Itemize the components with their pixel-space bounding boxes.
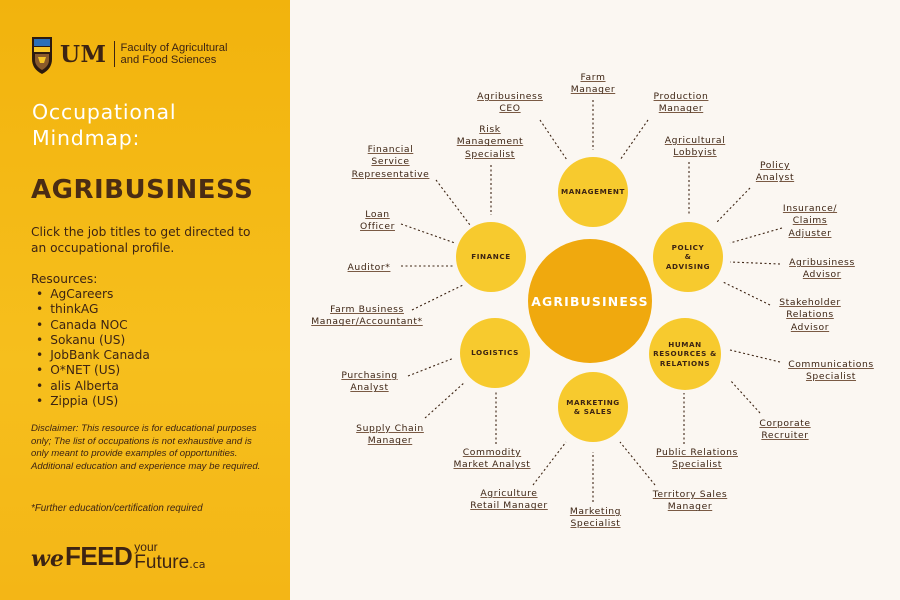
brand-we: we [31, 546, 64, 572]
resources-list: AgCareers thinkAG Canada NOC Sokanu (US)… [36, 287, 150, 409]
um-wordmark: UM [60, 40, 107, 68]
category-marketing-sales: MARKETING & SALES [558, 372, 628, 442]
job-agricultural-lobbyist[interactable]: Agricultural Lobbyist [664, 135, 726, 159]
mindmap: AGRIBUSINESS MANAGEMENT FINANCE POLICY &… [290, 0, 900, 600]
page-heading: AGRIBUSINESS [31, 175, 254, 205]
resource-link[interactable]: Sokanu (US) [36, 333, 150, 348]
connector-line [729, 261, 781, 265]
resource-link[interactable]: Zippia (US) [36, 394, 150, 409]
job-loan-officer[interactable]: Loan Officer [360, 209, 395, 233]
connector-line [715, 187, 751, 224]
logo-divider [113, 41, 115, 67]
job-purchasing-analyst[interactable]: Purchasing Analyst [341, 370, 398, 394]
category-human-resources: HUMAN RESOURCES & RELATIONS [649, 318, 721, 390]
connector-line [532, 441, 567, 486]
connector-line [435, 179, 471, 226]
connector-line [424, 381, 466, 419]
brand-feed: FEED [64, 541, 133, 571]
job-communications-specialist[interactable]: Communications Specialist [788, 359, 874, 383]
resources-label: Resources: [31, 272, 98, 286]
job-corporate-recruiter[interactable]: Corporate Recruiter [759, 418, 811, 442]
wefeedyourfuture-logo[interactable]: we FEED your Future.ca [31, 540, 206, 572]
mindmap-title: Occupational Mindmap: [32, 100, 177, 150]
connector-line [729, 349, 781, 363]
job-farm-manager[interactable]: Farm Manager [570, 72, 616, 96]
faculty-name-line2: and Food Sciences [120, 54, 217, 66]
resource-link[interactable]: O*NET (US) [36, 363, 150, 378]
job-auditor[interactable]: Auditor* [347, 262, 391, 273]
category-policy-advising: POLICY & ADVISING [653, 222, 723, 292]
job-insurance-claims-adjuster[interactable]: Insurance/ Claims Adjuster [782, 203, 838, 239]
info-panel: UM Faculty of Agricultural and Food Scie… [0, 0, 290, 600]
faculty-name-line1: Faculty of Agricultural [120, 41, 228, 54]
job-production-manager[interactable]: Production Manager [653, 91, 709, 115]
resource-link[interactable]: JobBank Canada [36, 348, 150, 363]
category-logistics: LOGISTICS [460, 318, 530, 388]
disclaimer-text: Disclaimer: This resource is for educati… [31, 423, 261, 472]
brand-your: your [134, 540, 158, 554]
job-supply-chain-manager[interactable]: Supply Chain Manager [356, 423, 424, 447]
connector-line [722, 281, 771, 306]
job-agribusiness-advisor[interactable]: Agribusiness Advisor [789, 257, 855, 281]
faculty-name: Faculty of Agricultural and Food Science… [121, 42, 228, 67]
resource-link[interactable]: thinkAG [36, 302, 150, 317]
shield-logo-icon [32, 37, 52, 74]
instructions-text: Click the job titles to get directed to … [31, 225, 251, 255]
resource-link[interactable]: alis Alberta [36, 379, 150, 394]
brand-your-future: your Future.ca [134, 540, 205, 572]
category-finance: FINANCE [456, 222, 526, 292]
faculty-logo[interactable]: UM Faculty of Agricultural and Food Scie… [30, 33, 227, 75]
job-commodity-market-analyst[interactable]: Commodity Market Analyst [453, 447, 531, 471]
connector-line [619, 119, 649, 161]
connector-line [400, 223, 456, 244]
job-financial-service-representative[interactable]: Financial Service Representative [351, 144, 430, 180]
connector-line [539, 119, 568, 161]
job-agribusiness-ceo[interactable]: Agribusiness CEO [477, 91, 543, 115]
job-public-relations-specialist[interactable]: Public Relations Specialist [656, 447, 738, 471]
job-marketing-specialist[interactable]: Marketing Specialist [569, 506, 622, 530]
center-node: AGRIBUSINESS [528, 239, 652, 363]
resource-link[interactable]: AgCareers [36, 287, 150, 302]
job-risk-management-specialist[interactable]: Risk Management Specialist [456, 124, 524, 160]
connector-line [407, 357, 455, 377]
connector-lines [400, 100, 783, 502]
connector-line [411, 284, 464, 311]
further-education-note: *Further education/certification require… [31, 503, 203, 514]
connector-line [729, 227, 783, 244]
resource-link[interactable]: Canada NOC [36, 318, 150, 333]
category-management: MANAGEMENT [558, 157, 628, 227]
connector-line [729, 379, 761, 414]
brand-future: Future [134, 552, 190, 573]
job-territory-sales-manager[interactable]: Territory Sales Manager [652, 489, 728, 513]
job-policy-analyst[interactable]: Policy Analyst [755, 160, 795, 184]
job-agriculture-retail-manager[interactable]: Agriculture Retail Manager [470, 488, 548, 512]
connector-line [619, 441, 656, 486]
job-stakeholder-relations-advisor[interactable]: Stakeholder Relations Advisor [779, 297, 841, 333]
job-farm-business-manager-accountant[interactable]: Farm Business Manager/Accountant* [311, 304, 423, 328]
brand-ca: .ca [189, 558, 206, 571]
